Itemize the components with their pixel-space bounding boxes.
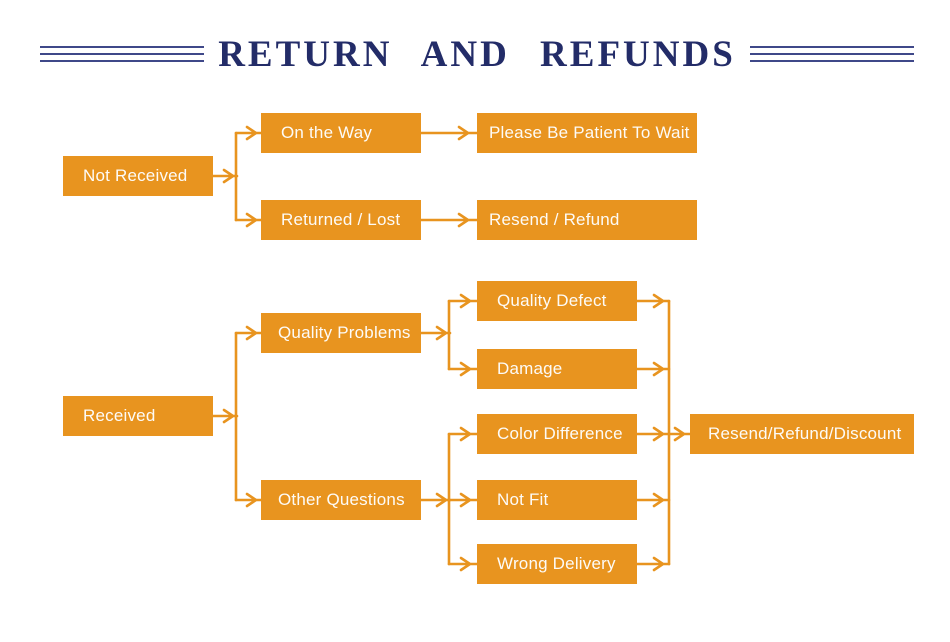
edge-to-quality-problems [234, 325, 263, 341]
edge-to-quality-defect [447, 293, 479, 309]
edge-to-not-fit [447, 492, 479, 508]
edge-received-stub [211, 408, 239, 424]
edge-notreceived-stub [211, 168, 239, 184]
branch-not-received [211, 125, 263, 228]
edge-from-quality-defect [635, 293, 671, 309]
edge-to-returned-lost [234, 212, 263, 228]
node-color-difference: Color Difference [477, 414, 637, 454]
node-damage: Damage [477, 349, 637, 389]
collector-final [635, 293, 692, 572]
edge-ontheway-to-please [419, 125, 479, 141]
edge-to-wrong-delivery [447, 556, 479, 572]
title-rule-right [749, 46, 915, 62]
branch-other [419, 426, 479, 572]
node-not-fit: Not Fit [477, 480, 637, 520]
branch-received [211, 325, 263, 508]
node-please-be-patient: Please Be Patient To Wait [477, 113, 697, 153]
title-band: RETURN AND REFUNDS [40, 32, 915, 76]
edge-to-color-difference [447, 426, 479, 442]
node-quality-problems: Quality Problems [261, 313, 421, 353]
title-rule-left [40, 46, 205, 62]
edge-returned-to-resend [419, 212, 479, 228]
edge-to-final [667, 426, 692, 442]
node-on-the-way: On the Way [261, 113, 421, 153]
edge-from-wrong-delivery [635, 556, 671, 572]
node-resend-refund-discount: Resend/Refund/Discount [690, 414, 914, 454]
edge-quality-stub [419, 325, 452, 341]
edge-other-stub [419, 492, 452, 508]
node-other-questions: Other Questions [261, 480, 421, 520]
page-title: RETURN AND REFUNDS [218, 33, 736, 75]
node-received: Received [63, 396, 213, 436]
node-returned-lost: Returned / Lost [261, 200, 421, 240]
node-resend-refund: Resend / Refund [477, 200, 697, 240]
edge-to-on-the-way [234, 125, 263, 141]
top-row-edges [419, 125, 479, 228]
branch-quality [419, 293, 479, 377]
node-wrong-delivery: Wrong Delivery [477, 544, 637, 584]
edge-from-not-fit [635, 492, 671, 508]
edge-from-damage [635, 361, 671, 377]
node-not-received: Not Received [63, 156, 213, 196]
node-quality-defect: Quality Defect [477, 281, 637, 321]
edge-to-other-questions [234, 492, 263, 508]
edge-from-color-difference [635, 426, 671, 442]
edge-to-damage [447, 361, 479, 377]
